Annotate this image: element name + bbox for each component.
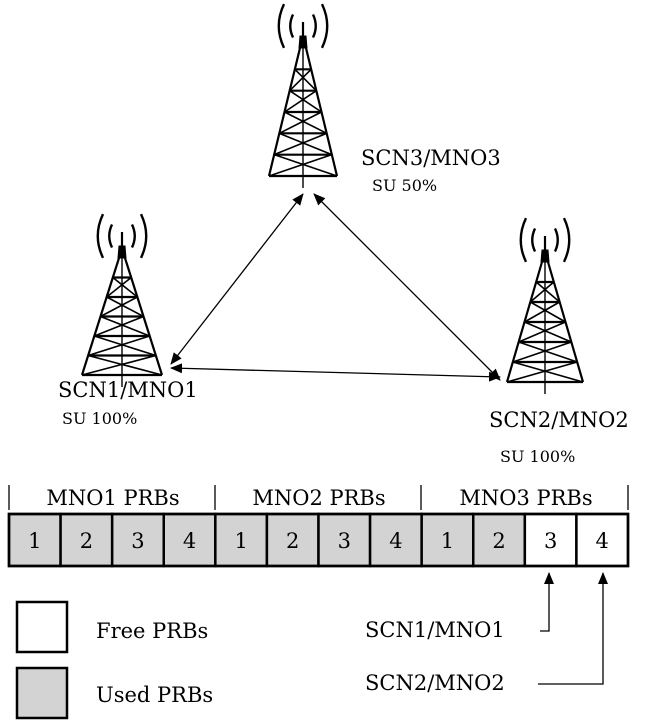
assignment-scn2-label: SCN2/MNO2 [365,671,505,695]
prb-cell-mno2-4 [368,512,423,568]
prb-cell-mno3-4-label: 4 [596,529,609,553]
link-scn3-scn2-arrow [313,193,501,381]
assignment-scn1-label: SCN1/MNO1 [365,618,505,642]
prb-cell-mno1-2-label: 2 [80,529,93,553]
legend-free-label: Free PRBs [96,619,208,643]
prb-row: 1 2 3 4 1 2 3 4 1 2 3 4 [7,512,630,568]
prb-cell-mno1-4-label: 4 [183,529,196,553]
tower-scn2-label: SCN2/MNO2 [489,408,629,432]
tower-scn3-icon [267,3,339,188]
tower-scn2-su: SU 100% [500,447,575,466]
tower-scn2-icon [505,217,585,394]
tower-scn1-su: SU 100% [62,409,137,428]
assignment-scn1-arrow [540,572,554,632]
prb-group-mno1-label: MNO1 PRBs [46,486,179,510]
prb-cell-mno2-1-label: 1 [234,529,247,553]
tower-scn3-label: SCN3/MNO3 [361,146,501,170]
prb-cell-mno2-4-label: 4 [389,529,402,553]
legend-free-swatch [15,600,69,654]
tower-scn1-label: SCN1/MNO1 [58,378,198,402]
link-scn3-scn1-arrow [170,193,304,365]
link-scn1-scn2-arrow [170,363,501,382]
prb-cell-mno2-2-label: 2 [286,529,299,553]
prb-cell-mno2-3 [317,512,372,568]
prb-group-mno3-label: MNO3 PRBs [459,486,592,510]
prb-cell-mno1-3-label: 3 [131,529,144,553]
prb-cell-mno1-1-label: 1 [28,529,41,553]
prb-row-border [7,512,630,568]
assignment-scn2-arrow [538,572,608,685]
prb-cell-mno2-1 [214,512,269,568]
legend-used-swatch [15,666,69,720]
tower-scn1-icon [80,213,164,387]
prb-cell-mno3-2-label: 2 [492,529,505,553]
legend-used-label: Used PRBs [96,683,213,707]
prb-cell-mno2-3-label: 3 [338,529,351,553]
prb-cell-mno1-2 [59,512,114,568]
tower-scn3-su: SU 50% [372,176,437,195]
prb-cell-mno3-1-label: 1 [441,529,454,553]
prb-group-mno2-label: MNO2 PRBs [252,486,385,510]
prb-group-brackets [8,485,629,510]
prb-cell-mno3-3-label: 3 [544,529,557,553]
